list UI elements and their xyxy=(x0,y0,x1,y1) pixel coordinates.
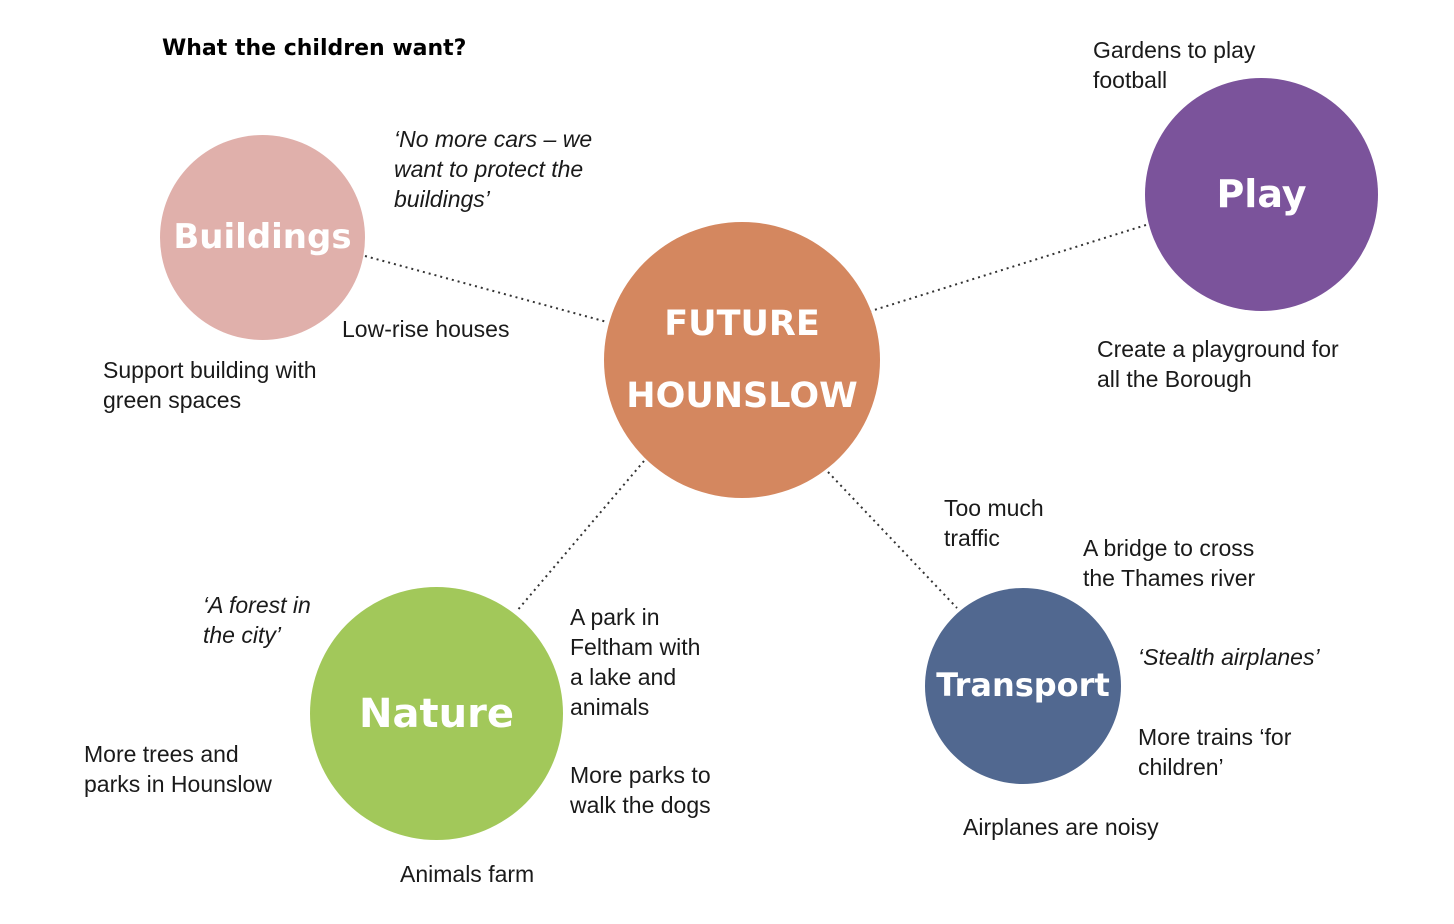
transport-node-label: Transport xyxy=(936,666,1110,705)
transport-bridge-note: A bridge to cross the Thames river xyxy=(1083,535,1256,591)
nature-node-label: Nature xyxy=(359,690,514,737)
transport-trains-note: More trains ‘for children’ xyxy=(1138,724,1292,780)
play-node-label: Play xyxy=(1216,171,1307,216)
transport-noisy-note: Airplanes are noisy xyxy=(963,814,1159,840)
buildings-quote-note: ‘No more cars – we want to protect the b… xyxy=(394,126,593,212)
nature-park-note: A park in Feltham with a lake and animal… xyxy=(570,604,701,720)
connector-buildings xyxy=(364,255,608,323)
connector-transport xyxy=(827,471,958,609)
play-gardens-note: Gardens to play football xyxy=(1093,37,1256,93)
buildings-lowrise-note: Low-rise houses xyxy=(342,316,510,342)
nature-forest-note: ‘A forest in the city’ xyxy=(203,592,311,648)
buildings-node: Buildings xyxy=(160,135,365,340)
center-node: FUTURE HOUNSLOW xyxy=(604,222,880,498)
play-node: Play xyxy=(1145,78,1378,311)
nature-node: Nature xyxy=(310,587,563,840)
nature-farm-note: Animals farm xyxy=(400,861,535,887)
play-playground-note: Create a playground for all the Borough xyxy=(1097,336,1339,392)
page-title: What the children want? xyxy=(162,36,467,61)
center-node-label: FUTURE HOUNSLOW xyxy=(626,304,858,416)
buildings-node-label: Buildings xyxy=(173,216,352,257)
buildings-support-note: Support building with green spaces xyxy=(103,357,317,413)
transport-traffic-note: Too much traffic xyxy=(944,495,1044,551)
transport-stealth-note: ‘Stealth airplanes’ xyxy=(1138,644,1320,670)
nature-dogs-note: More parks to walk the dogs xyxy=(570,762,711,818)
connector-nature xyxy=(515,460,645,613)
connector-play xyxy=(870,224,1147,312)
transport-node: Transport xyxy=(925,588,1121,784)
nature-trees-note: More trees and parks in Hounslow xyxy=(84,741,272,797)
